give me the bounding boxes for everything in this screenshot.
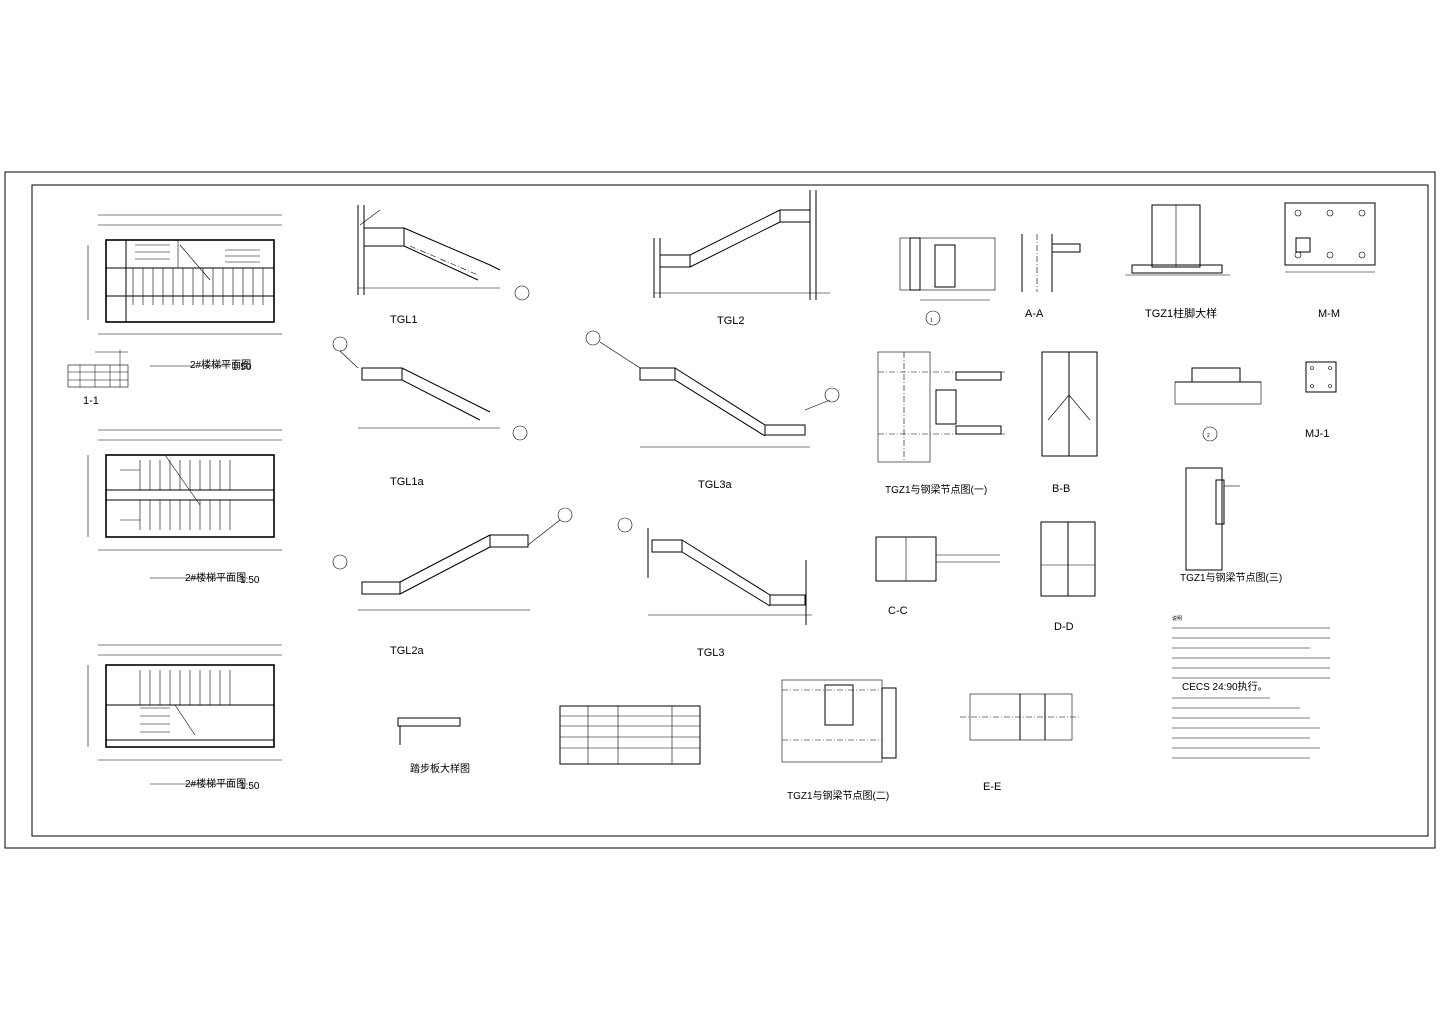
detail-2	[1174, 367, 1262, 442]
section-1-1-label: 1-1	[83, 395, 99, 407]
stair-tgl1a-elevation	[332, 336, 528, 441]
section-b-b	[1041, 351, 1098, 457]
detail-2-label: 2	[1207, 433, 1210, 439]
plan3-title: 2#楼梯平面图	[185, 777, 246, 790]
ee-label: E-E	[983, 781, 1001, 793]
section-c-c	[875, 536, 1000, 582]
stair-plan-2	[87, 429, 282, 579]
stair-tgl3-elevation	[617, 517, 812, 625]
section-1-1	[67, 350, 129, 388]
mj1-label: MJ-1	[1305, 428, 1329, 440]
tgl3a-label: TGL3a	[698, 479, 733, 491]
tread-detail	[397, 717, 461, 745]
plan3-scale: 1:50	[240, 781, 260, 792]
stair-tgl3a-elevation	[585, 330, 840, 448]
tgz1-node-2	[781, 679, 897, 763]
dd-label: D-D	[1054, 621, 1074, 633]
stair-tgl2-elevation	[653, 190, 830, 300]
plan1-scale: 1:50	[232, 362, 252, 373]
tread-detail-label: 踏步板大样图	[410, 762, 470, 775]
section-a-a	[1021, 234, 1081, 292]
section-d-d	[1040, 521, 1096, 597]
aa-label: A-A	[1025, 308, 1044, 320]
tgl1a-label: TGL1a	[390, 476, 425, 488]
notes-title: 说明	[1172, 615, 1182, 622]
inner-frame	[31, 184, 1429, 837]
section-m-m	[1284, 202, 1376, 273]
outer-frame	[4, 171, 1436, 849]
plan2-scale: 1:50	[240, 575, 260, 586]
tgl2a-label: TGL2a	[390, 645, 425, 657]
stair-tgl1-elevation	[357, 205, 530, 301]
tgz1-node3-label: TGZ1与钢梁节点图(三)	[1180, 571, 1282, 584]
tgz1-column-foot	[1125, 204, 1230, 276]
section-e-e	[960, 693, 1080, 741]
tgl1-label: TGL1	[390, 314, 418, 326]
material-table	[559, 705, 701, 765]
bb-label: B-B	[1052, 483, 1070, 495]
tgz1-node-3	[1185, 467, 1240, 571]
tgz1-node-1	[877, 351, 1005, 463]
mm-label: M-M	[1318, 308, 1340, 320]
cc-label: C-C	[888, 605, 908, 617]
tgz1-node2-label: TGZ1与钢梁节点图(二)	[787, 789, 889, 802]
tgl2-label: TGL2	[717, 315, 745, 327]
stair-plan-3	[87, 644, 282, 785]
notes-block	[1172, 627, 1330, 759]
plan1-title: 2#楼梯平面图	[190, 358, 251, 371]
stair-tgl2a-elevation	[332, 507, 573, 611]
notes-cecs: CECS 24:90执行。	[1182, 680, 1268, 693]
tgl3-label: TGL3	[697, 647, 725, 659]
tgz1-foot-label: TGZ1柱脚大样	[1145, 306, 1217, 320]
mj-1-plate	[1305, 361, 1337, 393]
plan2-title: 2#楼梯平面图	[185, 571, 246, 584]
detail-1	[899, 237, 996, 326]
detail-1-label: 1	[930, 318, 933, 324]
stair-plan-1	[87, 214, 282, 367]
tgz1-node1-label: TGZ1与钢梁节点图(一)	[885, 483, 987, 496]
